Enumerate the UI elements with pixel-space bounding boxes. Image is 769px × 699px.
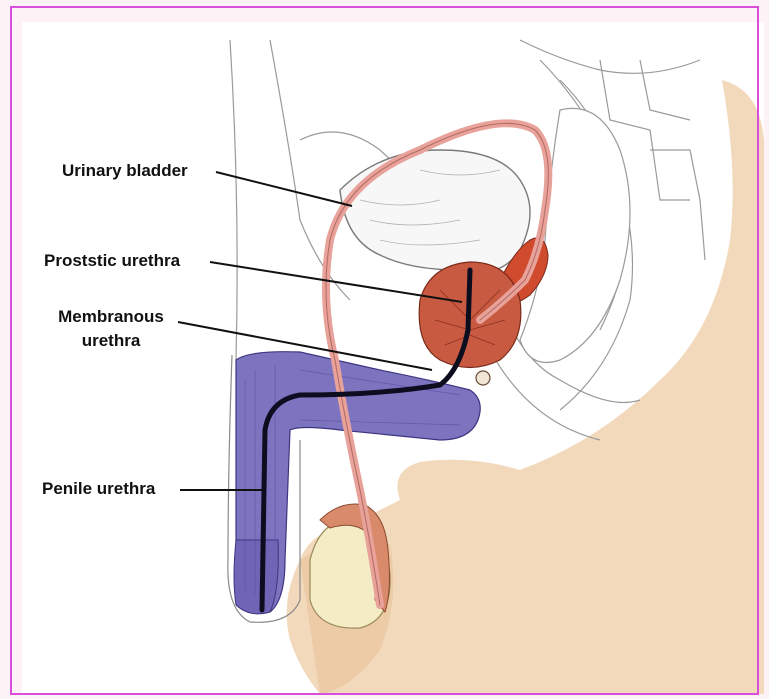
frame-border — [10, 6, 759, 695]
